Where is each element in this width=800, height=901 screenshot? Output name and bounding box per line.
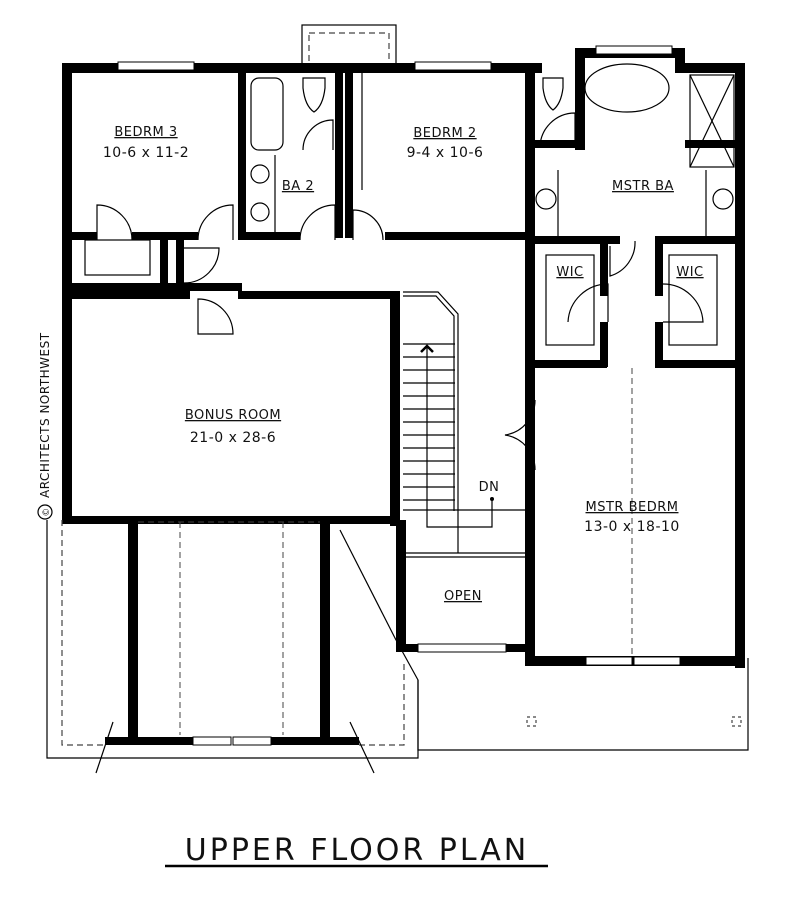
- label-mstr-bedrm: MSTR BEDRM: [586, 500, 679, 515]
- sink-ba2-top: [250, 164, 270, 184]
- sink-ba2-bottom: [250, 202, 270, 222]
- credit-text: ARCHITECTS NORTHWEST: [38, 332, 52, 498]
- sink-mstr-ba-left: [535, 188, 557, 210]
- label-open: OPEN: [444, 589, 482, 604]
- tub-mstr-ba: [584, 63, 670, 113]
- interior-walls: [62, 63, 740, 660]
- shower-mstr-ba: [689, 74, 735, 168]
- sink-mstr-ba-right: [712, 188, 734, 210]
- label-stair-down: DN: [479, 480, 500, 495]
- bathtub-ba2: [250, 77, 284, 151]
- label-bedrm3: BEDRM 3: [114, 125, 177, 140]
- label-ba2: BA 2: [282, 179, 314, 194]
- label-mstr-ba: MSTR BA: [612, 179, 674, 194]
- dims-mstr-bedrm: 13-0 x 18-10: [584, 519, 680, 535]
- staircase: [403, 291, 525, 558]
- dims-bonus-room: 21-0 x 28-6: [190, 430, 276, 446]
- label-wic-left: WIC: [556, 265, 583, 280]
- dims-bedrm3: 10-6 x 11-2: [103, 145, 189, 161]
- dims-bedrm2: 9-4 x 10-6: [407, 145, 484, 161]
- plan-title: UPPER FLOOR PLAN: [185, 833, 529, 868]
- label-bedrm2: BEDRM 2: [413, 126, 476, 141]
- label-bonus-room: BONUS ROOM: [185, 408, 281, 423]
- lower-roof-outline: [46, 520, 749, 774]
- toilet-ba2: [302, 77, 326, 113]
- room-labels: BEDRM 3 10-6 x 11-2 BA 2 BEDRM 2 9-4 x 1…: [103, 125, 703, 604]
- doors: [96, 112, 704, 655]
- credit-block: © ARCHITECTS NORTHWEST: [37, 332, 53, 520]
- fixtures: [84, 63, 735, 346]
- toilet-mstr-ba: [542, 77, 564, 111]
- copyright-symbol: ©: [42, 507, 52, 517]
- top-balcony: [301, 24, 397, 68]
- label-wic-right: WIC: [676, 265, 703, 280]
